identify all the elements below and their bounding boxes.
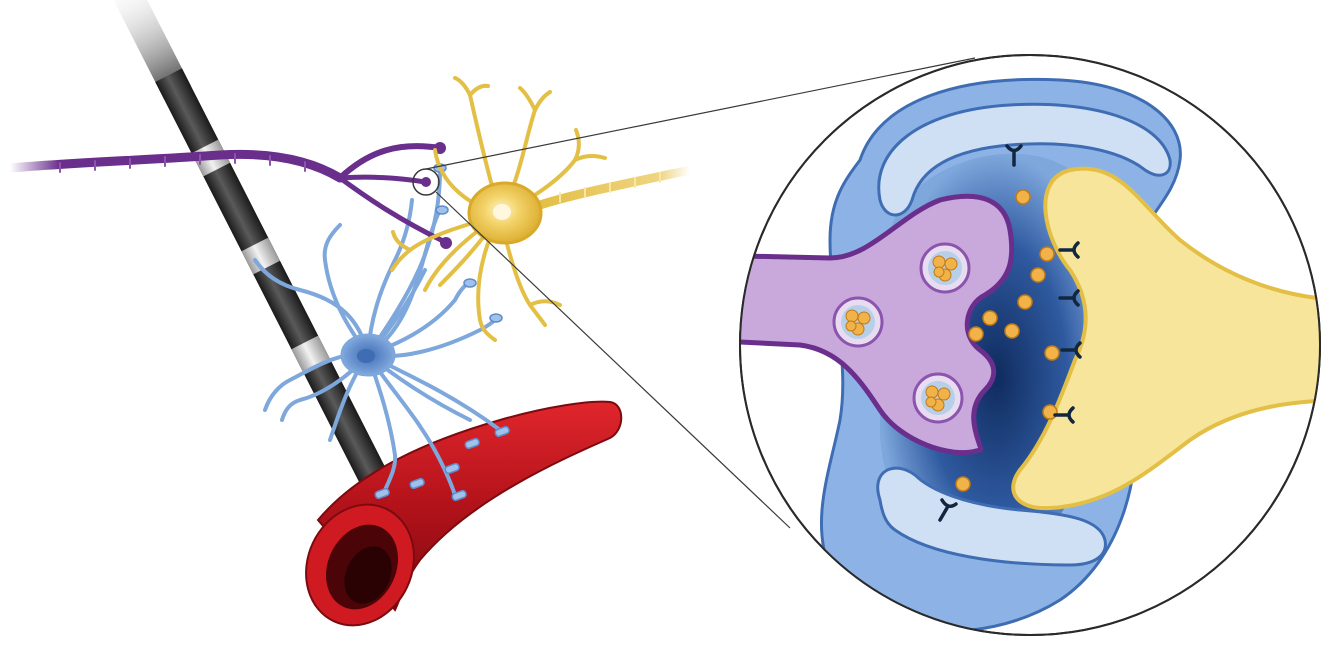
- zoomed-synapse-panel: [700, 55, 1331, 635]
- electrode-icon: [105, 0, 418, 545]
